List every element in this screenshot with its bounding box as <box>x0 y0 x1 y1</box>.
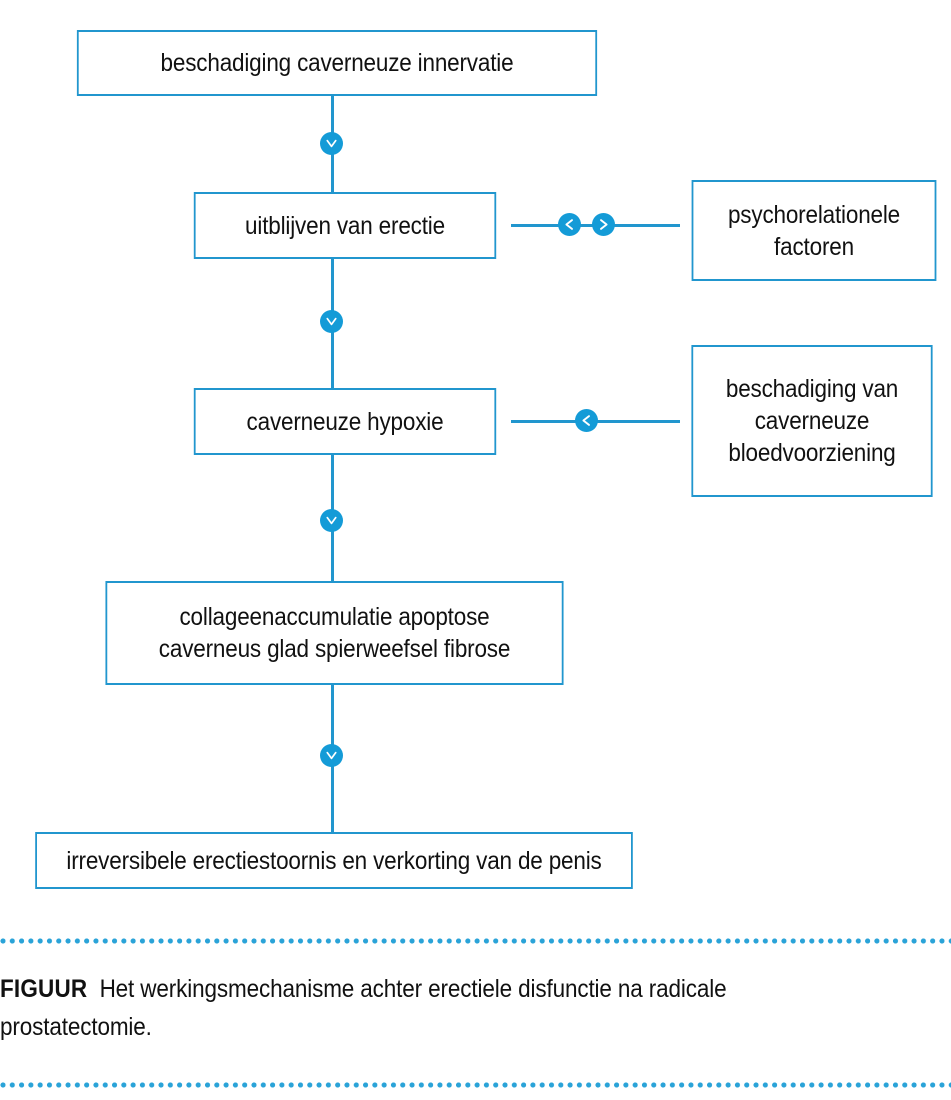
flowchart-diagram: beschadiging caverneuze innervatie uitbl… <box>35 30 937 889</box>
node-collageenaccumulatie-apoptose-fibrose: collageenaccumulatie apoptose caverneus … <box>105 581 564 685</box>
figure-caption-text: Het werkingsmechanisme achter erectiele … <box>0 975 727 1041</box>
dotted-divider-bottom <box>0 1082 951 1088</box>
node-beschadiging-caverneuze-bloedvoorziening: beschadiging van caverneuze bloedvoorzie… <box>691 345 933 497</box>
node-label: caverneuze hypoxie <box>246 407 444 436</box>
node-label: uitblijven van erectie <box>245 211 445 240</box>
node-irreversibele-erectiestoornis: irreversibele erectiestoornis en verkort… <box>35 832 633 889</box>
node-psychorelationele-factoren: psychorelationele factoren <box>691 180 937 281</box>
node-beschadiging-caverneuze-innervatie: beschadiging caverneuze innervatie <box>76 30 598 96</box>
node-caverneuze-hypoxie: caverneuze hypoxie <box>193 388 497 455</box>
node-label: collageenaccumulatie apoptose caverneus … <box>158 603 511 663</box>
figure-caption: FIGUUR Het werkingsmechanisme achter ere… <box>0 970 792 1046</box>
figure-caption-label: FIGUUR <box>0 975 88 1003</box>
chevron-left-icon <box>558 213 581 236</box>
chevron-down-icon <box>320 310 343 333</box>
node-label: psychorelationele factoren <box>727 200 901 261</box>
node-uitblijven-van-erectie: uitblijven van erectie <box>193 192 497 259</box>
chevron-down-icon <box>320 744 343 767</box>
chevron-left-icon <box>575 409 598 432</box>
node-label: beschadiging van caverneuze bloedvoorzie… <box>725 375 899 467</box>
node-label: beschadiging caverneuze innervatie <box>160 49 514 77</box>
figure-caption-area: FIGUUR Het werkingsmechanisme achter ere… <box>0 930 951 1100</box>
chevron-down-icon <box>320 132 343 155</box>
node-label: irreversibele erectiestoornis en verkort… <box>66 846 602 875</box>
dotted-divider-top <box>0 938 951 944</box>
chevron-right-icon <box>592 213 615 236</box>
chevron-down-icon <box>320 509 343 532</box>
